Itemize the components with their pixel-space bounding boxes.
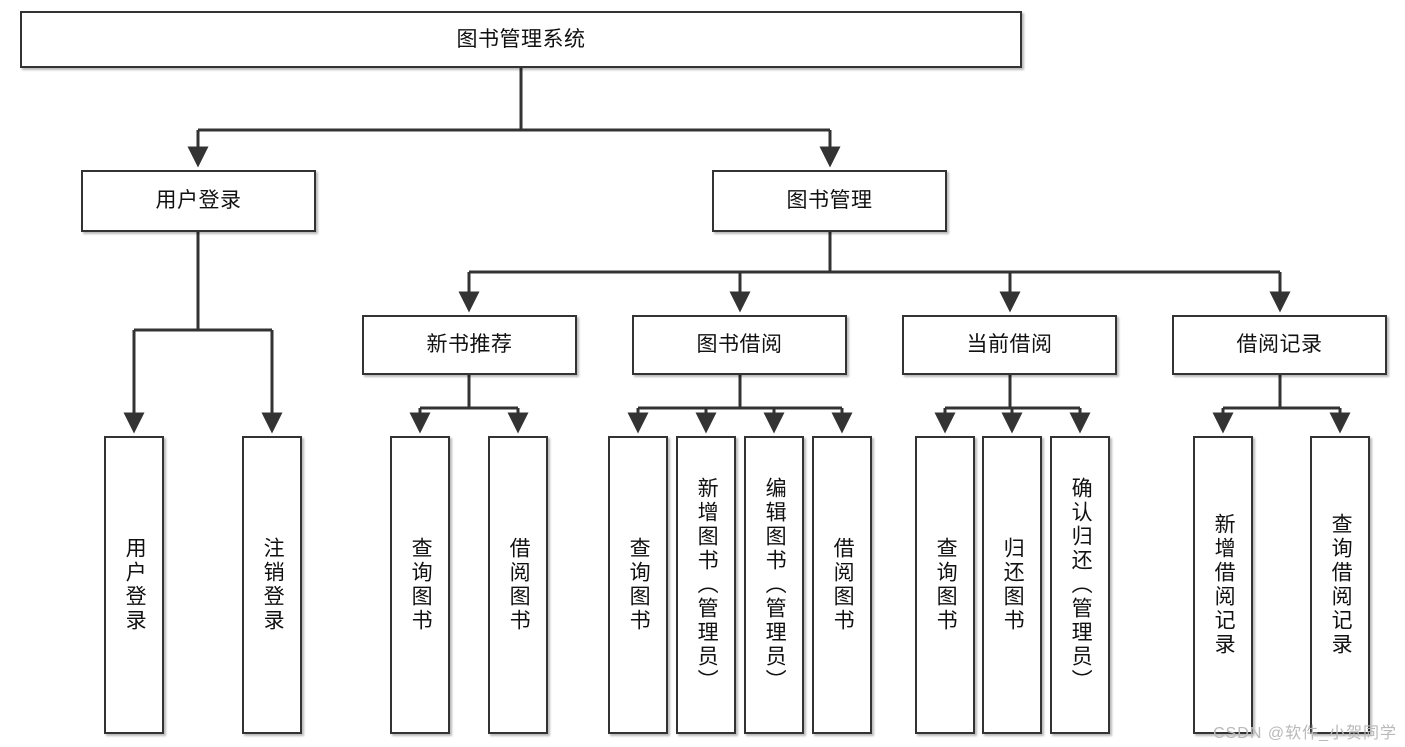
leaf-user-login-signin[interactable]: 用户登录 <box>104 436 164 734</box>
leaf-current-return-book[interactable]: 归还图书 <box>982 436 1042 734</box>
node-label: 当前借阅 <box>966 333 1053 357</box>
node-label: 新增借阅记录 <box>1212 513 1236 657</box>
leaf-borrow-query-book[interactable]: 查询图书 <box>608 436 668 734</box>
node-label: 借阅图书 <box>831 537 855 633</box>
leaf-borrow-borrow-book[interactable]: 借阅图书 <box>812 436 872 734</box>
node-book-management[interactable]: 图书管理 <box>712 170 947 232</box>
node-label: 图书管理 <box>786 189 873 213</box>
node-label: 图书借阅 <box>696 333 783 357</box>
node-label: 确认归还（管理员） <box>1069 477 1093 693</box>
node-new-book-recommend[interactable]: 新书推荐 <box>362 315 577 375</box>
leaf-recommend-query-book[interactable]: 查询图书 <box>390 436 450 734</box>
node-label: 归还图书 <box>1001 537 1025 633</box>
leaf-borrow-add-book-admin[interactable]: 新增图书（管理员） <box>676 436 736 734</box>
node-label: 借阅图书 <box>507 537 531 633</box>
node-label: 图书管理系统 <box>456 27 586 51</box>
leaf-record-query-record[interactable]: 查询借阅记录 <box>1310 436 1370 734</box>
leaf-recommend-borrow-book[interactable]: 借阅图书 <box>488 436 548 734</box>
node-label: 查询借阅记录 <box>1329 513 1353 657</box>
leaf-borrow-edit-book-admin[interactable]: 编辑图书（管理员） <box>744 436 804 734</box>
leaf-user-login-signout[interactable]: 注销登录 <box>242 436 302 734</box>
node-book-borrow[interactable]: 图书借阅 <box>632 315 847 375</box>
node-root-system[interactable]: 图书管理系统 <box>20 11 1022 68</box>
node-label: 用户登录 <box>123 537 147 633</box>
node-label: 用户登录 <box>155 189 242 213</box>
node-label: 查询图书 <box>627 537 651 633</box>
leaf-current-confirm-return-admin[interactable]: 确认归还（管理员） <box>1050 436 1110 734</box>
node-label: 借阅记录 <box>1236 333 1323 357</box>
leaf-current-query-book[interactable]: 查询图书 <box>915 436 975 734</box>
node-label: 新书推荐 <box>426 333 513 357</box>
node-label: 查询图书 <box>934 537 958 633</box>
node-label: 注销登录 <box>261 537 285 633</box>
node-label: 查询图书 <box>409 537 433 633</box>
csdn-watermark: CSDN @软件_小贺同学 <box>1213 725 1397 742</box>
node-borrow-record[interactable]: 借阅记录 <box>1172 315 1387 375</box>
node-label: 新增图书（管理员） <box>695 477 719 693</box>
node-user-login[interactable]: 用户登录 <box>81 170 316 232</box>
leaf-record-add-record[interactable]: 新增借阅记录 <box>1193 436 1253 734</box>
node-current-borrow[interactable]: 当前借阅 <box>902 315 1117 375</box>
node-label: 编辑图书（管理员） <box>763 477 787 693</box>
